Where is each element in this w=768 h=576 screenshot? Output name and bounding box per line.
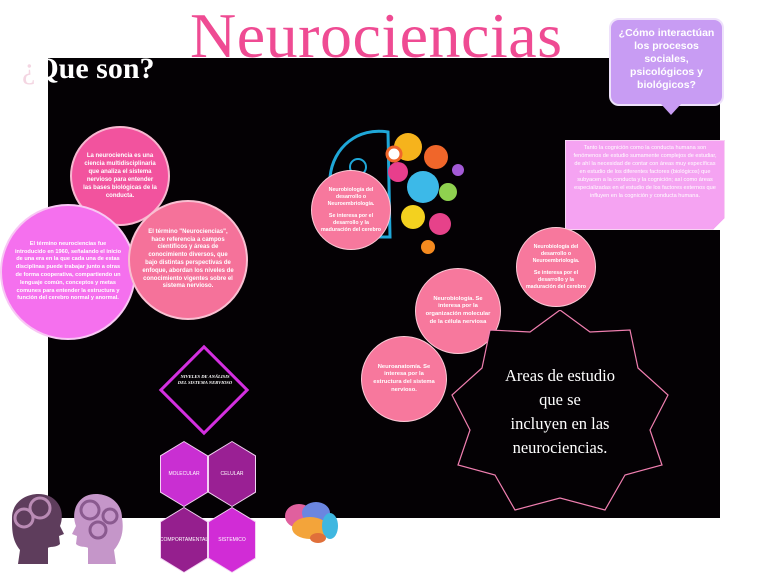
question-mark-glyph: ¿ [22,52,36,85]
sticky-note-text: Tanto la cognición como la conducta huma… [573,145,717,199]
history-circle: El término neurociencias fue introducido… [0,204,136,340]
study-areas-line: Areas de estudio [505,366,615,385]
level-molecular: MOLECULAR [161,442,207,506]
neuroembryology-body: Se interesa por el desarrollo y la madur… [525,269,587,290]
section-heading-text: Que son? [35,52,155,85]
page-title: Neurociencias [190,0,563,71]
neuroembryology-title: Neurobiología del desarrollo o Neuroembr… [532,243,580,264]
neuroanatomy-circle: Neuroanatomía. Se interesa por la estruc… [361,336,447,422]
neuroembryology-circle-2: Neurobiología del desarrollo o Neuroembr… [516,227,596,307]
neuroembryology-title: Neurobiología del desarrollo o Neuroembr… [327,186,375,207]
study-areas-line: neurociencias. [512,438,608,457]
neurobiology-circle: Neurobiología. Se interesa por la organi… [415,268,501,354]
brain-icon [285,502,338,543]
level-cellular: CELULAR [209,442,255,506]
study-areas-heading: Areas de estudio que se incluyen en las … [470,364,650,460]
sticky-note: Tanto la cognición como la conducta huma… [565,140,725,230]
question-callout: ¿Cómo interactúan los procesos sociales,… [609,18,724,115]
page-curl-icon [713,218,725,230]
study-areas-line: incluyen en las [510,414,610,433]
term-circle: El término "Neurociencias", hace referen… [128,200,248,320]
study-areas-line: que se [539,390,581,409]
levels-heading: NIVELES DE ANÁLISIS DEL SISTEMA NERVIOSO [177,374,233,385]
star-badge-shape [451,310,669,511]
thinking-heads-icon [12,494,123,564]
neuroembryology-body: Se interesa por el desarrollo y la madur… [320,212,382,233]
section-heading: ¿Que son? [22,54,155,84]
level-systemic: SISTEMICO [209,508,255,572]
level-behavioral: COMPORTAMENTAL [161,508,207,572]
neuroembryology-circle-1: Neurobiología del desarrollo o Neuroembr… [311,170,391,250]
